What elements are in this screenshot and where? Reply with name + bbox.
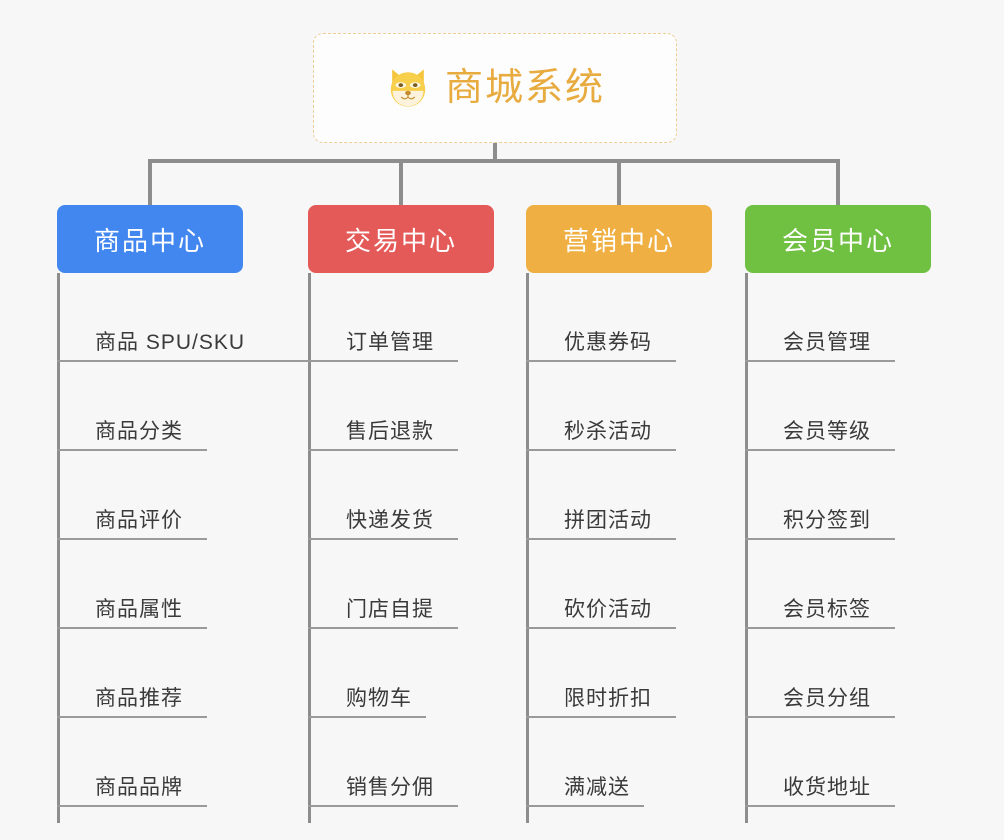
leaf-item-rule	[308, 627, 458, 629]
leaf-item[interactable]: 快递发货	[308, 451, 508, 540]
leaf-item-label: 会员分组	[783, 687, 871, 710]
leaf-item-rule	[745, 449, 895, 451]
leaf-item-label: 积分签到	[783, 509, 871, 532]
leaf-item[interactable]: 砍价活动	[526, 540, 726, 629]
drop-connector-1	[148, 159, 152, 205]
drop-connector-3	[617, 159, 621, 205]
category-header-marketing[interactable]: 营销中心	[526, 205, 712, 273]
leaf-item-label: 商品推荐	[95, 687, 183, 710]
horizontal-bus-connector	[148, 159, 836, 163]
leaf-item[interactable]: 商品品牌	[57, 718, 257, 807]
leaf-item-label: 商品评价	[95, 509, 183, 532]
leaf-item-rule	[526, 716, 676, 718]
leaf-item-label: 销售分佣	[346, 776, 434, 799]
leaf-column: 会员管理会员等级积分签到会员标签会员分组收货地址	[745, 273, 945, 823]
leaf-item-rule	[745, 627, 895, 629]
leaf-item-rule	[57, 538, 207, 540]
category-label: 交易中心	[344, 225, 457, 256]
leaf-item-rule	[745, 538, 895, 540]
leaf-item[interactable]: 秒杀活动	[526, 362, 726, 451]
category-header-trade[interactable]: 交易中心	[308, 205, 494, 273]
leaf-item[interactable]: 商品评价	[57, 451, 257, 540]
leaf-item-label: 会员等级	[783, 420, 871, 443]
leaf-item-rule	[526, 627, 676, 629]
leaf-item-label: 会员管理	[783, 331, 871, 354]
leaf-item-rule	[308, 538, 458, 540]
leaf-item-rule	[308, 360, 458, 362]
leaf-item-label: 满减送	[564, 776, 630, 799]
leaf-item-rule	[526, 360, 676, 362]
leaf-item[interactable]: 商品 SPU/SKU	[57, 273, 327, 362]
leaf-item-label: 优惠券码	[564, 331, 652, 354]
category-label: 会员中心	[781, 225, 894, 256]
leaf-item[interactable]: 门店自提	[308, 540, 508, 629]
leaf-item-label: 门店自提	[346, 598, 434, 621]
drop-connector-2	[399, 159, 403, 205]
category-header-member[interactable]: 会员中心	[745, 205, 931, 273]
leaf-item-label: 快递发货	[346, 509, 434, 532]
leaf-item-rule	[308, 805, 458, 807]
leaf-item-rule	[745, 716, 895, 718]
leaf-item[interactable]: 会员等级	[745, 362, 945, 451]
leaf-item-label: 售后退款	[346, 420, 434, 443]
category-label: 商品中心	[93, 225, 206, 256]
category-header-product[interactable]: 商品中心	[57, 205, 243, 273]
leaf-item[interactable]: 销售分佣	[308, 718, 508, 807]
leaf-item[interactable]: 会员分组	[745, 629, 945, 718]
leaf-item-rule	[526, 805, 644, 807]
leaf-item[interactable]: 限时折扣	[526, 629, 726, 718]
leaf-item-label: 收货地址	[783, 776, 871, 799]
column-trunk-connector	[745, 273, 748, 823]
leaf-item-rule	[57, 449, 207, 451]
leaf-item[interactable]: 会员标签	[745, 540, 945, 629]
leaf-column: 商品 SPU/SKU 商品分类商品评价商品属性商品推荐商品品牌	[57, 273, 327, 823]
leaf-item-rule	[308, 449, 458, 451]
leaf-item-label: 订单管理	[346, 331, 434, 354]
leaf-item[interactable]: 会员管理	[745, 273, 945, 362]
leaf-item-label: 砍价活动	[564, 598, 652, 621]
leaf-item-rule	[308, 716, 426, 718]
leaf-item-rule	[57, 716, 207, 718]
leaf-item[interactable]: 商品属性	[57, 540, 257, 629]
leaf-item[interactable]: 收货地址	[745, 718, 945, 807]
leaf-item[interactable]: 购物车	[308, 629, 508, 718]
leaf-item-label: 限时折扣	[564, 687, 652, 710]
column-trunk-connector	[308, 273, 311, 823]
leaf-item-label: 商品分类	[95, 420, 183, 443]
leaf-item-label: 会员标签	[783, 598, 871, 621]
leaf-item[interactable]: 拼团活动	[526, 451, 726, 540]
leaf-column: 优惠券码秒杀活动拼团活动砍价活动限时折扣满减送	[526, 273, 726, 823]
leaf-item[interactable]: 订单管理	[308, 273, 508, 362]
leaf-item-rule	[57, 360, 327, 362]
leaf-item-rule	[745, 360, 895, 362]
leaf-item[interactable]: 积分签到	[745, 451, 945, 540]
leaf-item-rule	[526, 538, 676, 540]
leaf-item-rule	[57, 805, 207, 807]
leaf-item-rule	[526, 449, 676, 451]
leaf-item-label: 秒杀活动	[564, 420, 652, 443]
drop-connector-4	[836, 159, 840, 205]
leaf-item-rule	[745, 805, 895, 807]
shiba-dog-icon	[390, 69, 426, 109]
column-trunk-connector	[526, 273, 529, 823]
leaf-item[interactable]: 商品推荐	[57, 629, 257, 718]
root-stem-connector	[493, 143, 497, 161]
leaf-item[interactable]: 售后退款	[308, 362, 508, 451]
leaf-item-label: 购物车	[346, 687, 412, 710]
leaf-item[interactable]: 商品分类	[57, 362, 257, 451]
column-trunk-connector	[57, 273, 60, 823]
leaf-item-label: 商品 SPU/SKU	[95, 331, 246, 354]
leaf-item-label: 商品品牌	[95, 776, 183, 799]
leaf-item-rule	[57, 627, 207, 629]
leaf-item[interactable]: 优惠券码	[526, 273, 726, 362]
leaf-item-label: 拼团活动	[564, 509, 652, 532]
root-title: 商城系统	[444, 67, 605, 109]
category-label: 营销中心	[562, 225, 675, 256]
leaf-item-label: 商品属性	[95, 598, 183, 621]
root-node[interactable]: 商城系统	[313, 33, 677, 143]
leaf-column: 订单管理售后退款快递发货门店自提购物车销售分佣	[308, 273, 508, 823]
leaf-item[interactable]: 满减送	[526, 718, 726, 807]
